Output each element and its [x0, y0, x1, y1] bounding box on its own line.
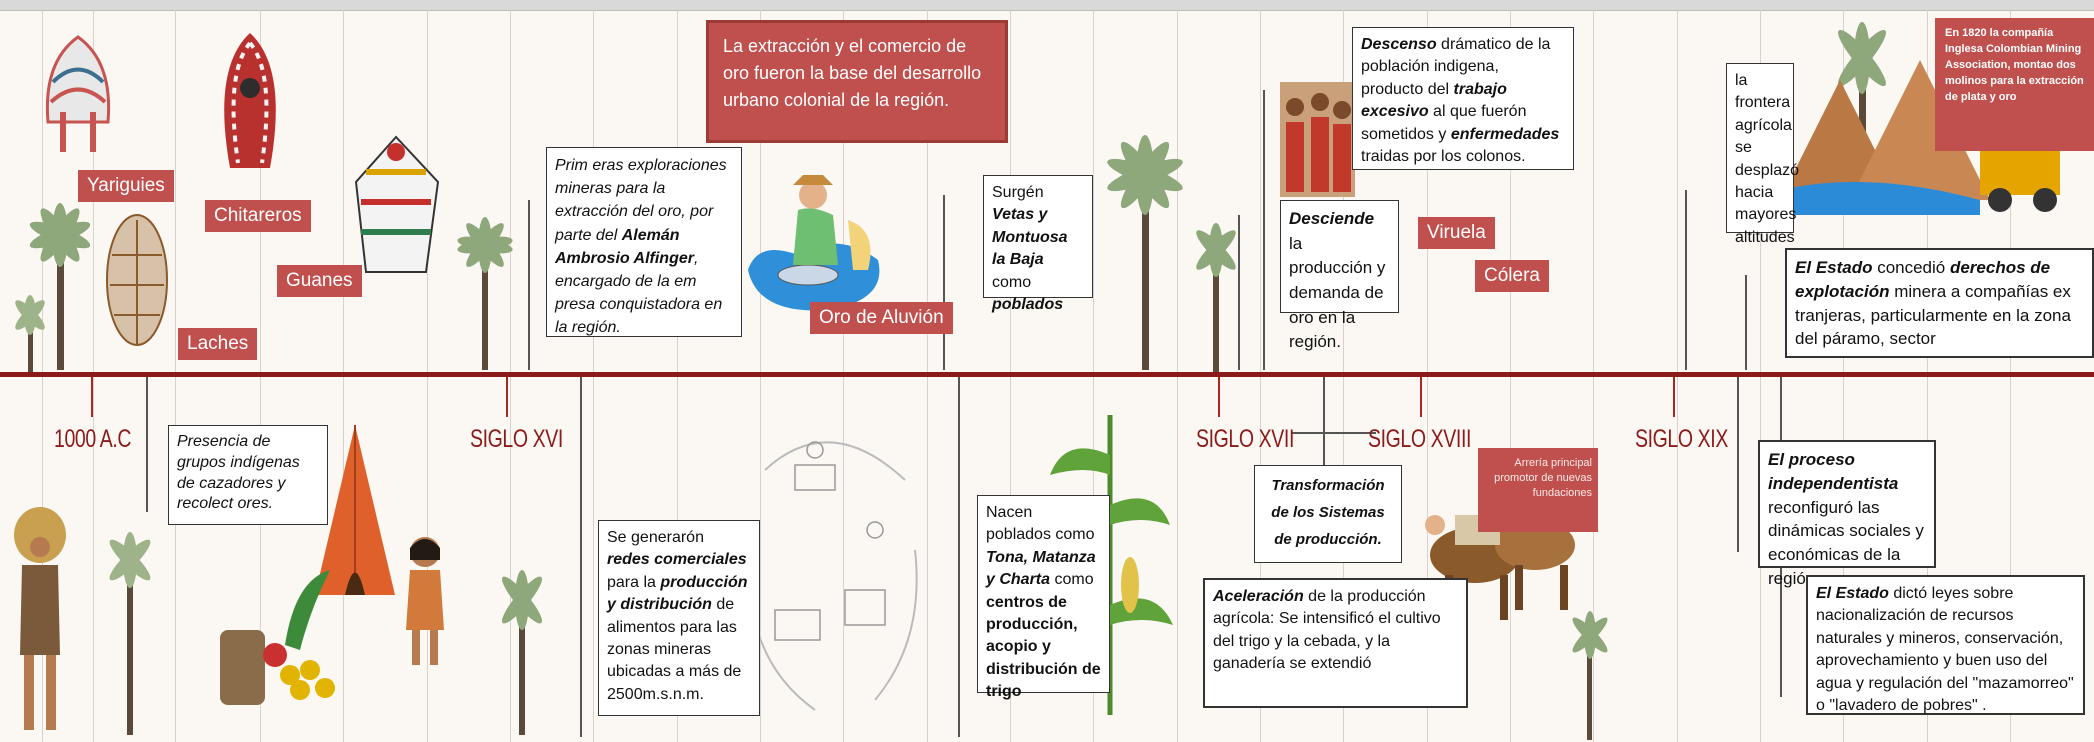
label-guanes: Guanes [277, 265, 362, 297]
feather-icon [106, 214, 168, 346]
box-cazadores: Presencia de grupos indígenas de cazador… [168, 425, 328, 525]
connector-line [958, 377, 960, 737]
box-arreria: Arrería principal promotor de nuevas fun… [1478, 448, 1598, 532]
connector-line [1737, 377, 1739, 552]
era-tick [1420, 377, 1422, 417]
box-proceso-independentista: El proceso independentista reconfiguró l… [1758, 440, 1936, 588]
box-nacen-poblados: Nacen poblados como Tona, Matanza y Char… [977, 495, 1110, 700]
headdress-icon [354, 135, 440, 273]
connector-line [1745, 275, 1747, 370]
box-surgen-vetas: Surgén Vetas y Montuosa la Baja como pob… [983, 175, 1093, 313]
connector-line [1263, 90, 1265, 370]
frailejon-plant-icon [501, 570, 543, 735]
sketch-illustration [748, 441, 918, 711]
box-descenso-poblacion: Descenso drámatico de la población indig… [1352, 27, 1574, 170]
box-redes-comerciales: Se generarón redes comerciales para la p… [598, 520, 760, 716]
frailejon-plant-icon [457, 217, 513, 370]
box-estado-derechos: El Estado concedió derechos de explotaci… [1785, 248, 2094, 358]
fruit-basket-illustration [220, 570, 335, 705]
era-tick [1673, 377, 1675, 417]
connector-line [528, 200, 530, 370]
frailejon-plant-icon [1196, 223, 1236, 375]
frailejon-plant-icon [1107, 135, 1183, 370]
indigenous-people-illustration [1280, 82, 1355, 197]
box-exploraciones: Prim eras exploraciones mineras para la … [546, 147, 742, 337]
era-tick [91, 377, 93, 417]
connector-line [580, 377, 582, 737]
box-frontera-agricola: la frontera agrícola se desplazó hacia m… [1726, 63, 1799, 246]
connector-line [1238, 215, 1240, 370]
frailejon-plant-icon [15, 295, 45, 375]
gold-miner-illustration [748, 175, 880, 311]
box-desciende-produccion: Desciende la producción y demanda de oro… [1280, 200, 1399, 351]
era-tick [1218, 377, 1220, 417]
frailejon-plant-icon [29, 203, 91, 370]
connector-line [943, 195, 945, 370]
timeline-axis [0, 372, 2094, 377]
label-laches: Laches [178, 328, 258, 360]
tipi-illustration [315, 425, 395, 595]
headdress-icon [224, 33, 276, 168]
label-yariguies: Yariguies [78, 170, 174, 202]
label-viruela: Viruela [1418, 217, 1495, 249]
frailejon-plant-icon [1572, 611, 1608, 740]
era-label: SIGLO XIX [1635, 425, 1728, 453]
label-chitareros: Chitareros [205, 200, 311, 232]
connector-line [1323, 377, 1325, 465]
box-estado-leyes: El Estado dictó leyes sobre nacionalizac… [1806, 575, 2085, 715]
headdress-icon [45, 35, 111, 152]
connector-line [146, 377, 148, 512]
connector-line [1685, 190, 1687, 370]
box-transformacion: Transformación de los Sistemas de produc… [1254, 465, 1402, 563]
era-label: 1000 A.C [54, 425, 132, 453]
era-label: SIGLO XVI [470, 425, 563, 453]
callout-oro-desarrollo: La extracción y el comercio de oro fuero… [706, 20, 1008, 143]
era-label: SIGLO XVIII [1368, 425, 1472, 453]
label-oro-aluvion: Oro de Aluvión [810, 302, 953, 334]
box-aceleracion: Aceleración de la producción agrícola: S… [1203, 578, 1468, 708]
top-bar [0, 0, 2094, 11]
frailejon-plant-icon [109, 532, 151, 735]
connector-line [1291, 432, 1376, 434]
label-colera: Cólera [1475, 260, 1549, 292]
era-label: SIGLO XVII [1196, 425, 1294, 453]
era-tick [506, 377, 508, 417]
indigenous-chief-illustration [14, 507, 66, 730]
box-compania-1820: En 1820 la compañía Inglesa Colombian Mi… [1935, 18, 2094, 151]
child-figure-illustration [406, 537, 444, 665]
